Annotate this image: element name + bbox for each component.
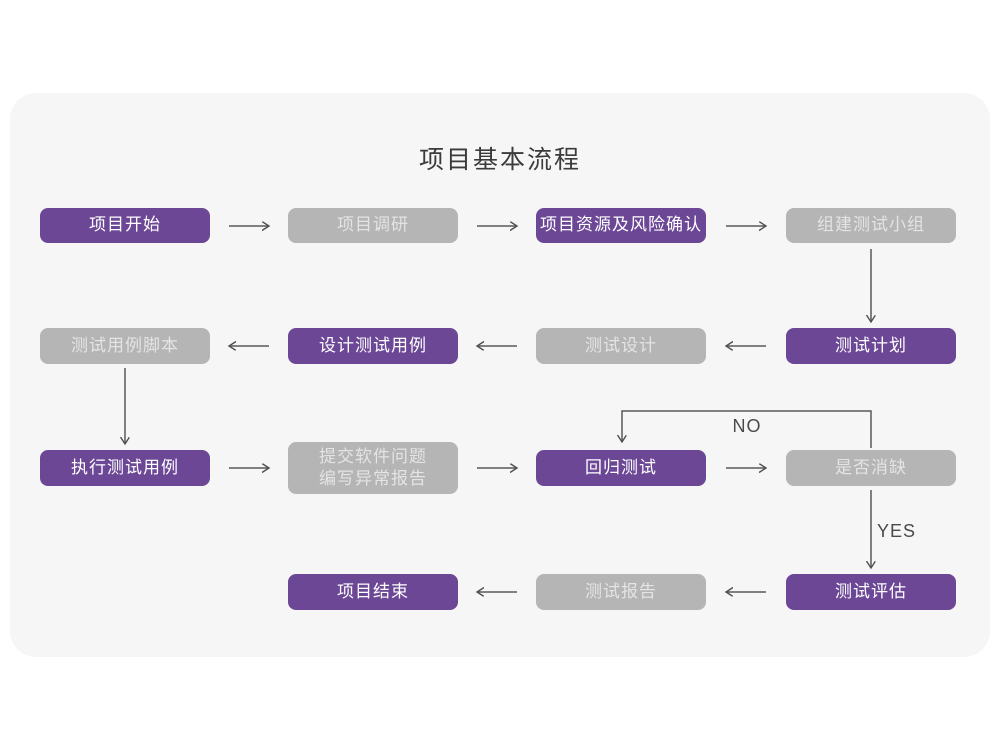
node-label: 项目调研 xyxy=(337,215,409,235)
diagram-title: 项目基本流程 xyxy=(418,146,581,174)
node-label: 测试用例脚本 xyxy=(71,335,179,355)
node-label: 回归测试 xyxy=(585,457,657,477)
node-project-end: 项目结束 xyxy=(288,574,458,610)
branch-label-yes: YES xyxy=(877,521,917,541)
node-test-design: 测试设计 xyxy=(536,328,706,364)
node-label: 测试设计 xyxy=(585,335,657,355)
node-submit-issue-report: 提交软件问题 编写异常报告 xyxy=(288,442,458,494)
flowchart-card xyxy=(10,93,990,657)
node-label: 是否消缺 xyxy=(835,457,907,477)
node-project-start: 项目开始 xyxy=(40,208,210,243)
node-label: 项目开始 xyxy=(89,215,161,235)
node-label: 执行测试用例 xyxy=(71,457,179,477)
node-build-test-team: 组建测试小组 xyxy=(786,208,956,243)
node-label: 测试报告 xyxy=(585,581,657,601)
node-label: 项目资源及风险确认 xyxy=(540,215,702,235)
branch-label-no: NO xyxy=(732,416,762,436)
node-design-test-case: 设计测试用例 xyxy=(288,328,458,364)
node-regression-test: 回归测试 xyxy=(536,450,706,486)
node-label: 设计测试用例 xyxy=(319,335,427,355)
node-test-case-script: 测试用例脚本 xyxy=(40,328,210,364)
node-label: 项目结束 xyxy=(337,581,409,601)
node-test-report: 测试报告 xyxy=(536,574,706,610)
node-test-plan: 测试计划 xyxy=(786,328,956,364)
node-resource-risk-confirm: 项目资源及风险确认 xyxy=(536,208,706,243)
node-defect-cleared-check: 是否消缺 xyxy=(786,450,956,486)
node-project-research: 项目调研 xyxy=(288,208,458,243)
node-test-evaluate: 测试评估 xyxy=(786,574,956,610)
node-label: 测试评估 xyxy=(835,581,907,601)
node-label-line2: 编写异常报告 xyxy=(319,469,427,488)
node-label: 测试计划 xyxy=(835,335,907,355)
node-label-line1: 提交软件问题 xyxy=(319,446,427,466)
node-execute-test-case: 执行测试用例 xyxy=(40,450,210,486)
node-label: 组建测试小组 xyxy=(817,215,925,235)
